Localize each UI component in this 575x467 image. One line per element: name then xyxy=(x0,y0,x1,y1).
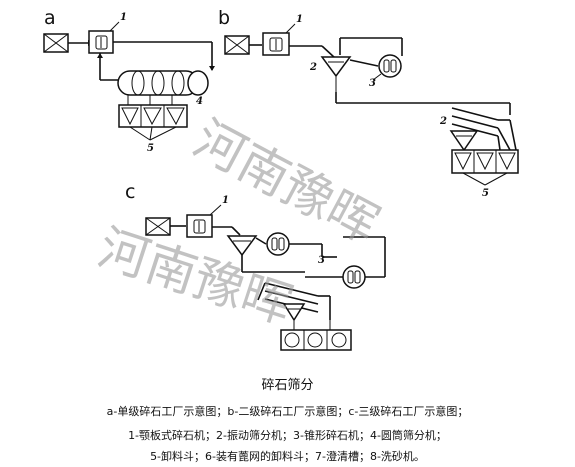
panel-a: a 1 4 xyxy=(43,7,215,154)
panel-a-jaw-crusher-icon xyxy=(88,30,114,54)
panel-c-vibrating-screen-icon xyxy=(226,235,258,272)
panel-b-letter: b xyxy=(218,7,230,29)
panel-b-feed-bin-icon xyxy=(224,35,250,55)
panel-c-label-3: 3 xyxy=(318,255,325,266)
panel-c-feed-bin-icon xyxy=(145,217,171,236)
panel-c: c 1 3 xyxy=(125,181,386,351)
panel-b-label-3: 3 xyxy=(369,78,376,89)
panel-a-hoppers-icon xyxy=(118,95,188,141)
panel-a-letter: a xyxy=(44,7,56,29)
caption-title: 碎石筛分 xyxy=(261,378,314,393)
panel-c-letter: c xyxy=(125,181,135,203)
panel-c-hoppers-icon xyxy=(280,320,352,351)
panel-b-screen-deck-icon xyxy=(449,107,517,152)
caption-line-1: a-单级碎石工厂示意图；b-二级碎石工厂示意图；c-三级碎石工厂示意图； xyxy=(106,405,469,418)
panel-c-second-crusher-icon xyxy=(342,265,366,289)
caption-line-3: 5-卸料斗；6-装有蓖网的卸料斗；7-澄清槽；8-洗砂机。 xyxy=(150,450,425,463)
panel-c-jaw-crusher-icon xyxy=(186,214,213,238)
panel-c-cone-crusher-icon xyxy=(266,232,290,256)
panel-c-screen-deck-icon xyxy=(257,282,331,322)
panel-a-feed-bin-icon xyxy=(43,33,69,53)
panel-b-jaw-crusher-icon xyxy=(262,32,290,56)
panel-b-hoppers-icon xyxy=(451,149,519,186)
panel-b: b 1 2 xyxy=(218,7,519,199)
panel-b-vibrating-screen-icon xyxy=(320,56,352,92)
panel-b-label-2a: 2 xyxy=(309,62,317,73)
panel-b-cone-crusher-icon xyxy=(378,54,402,78)
panel-b-label-1: 1 xyxy=(296,14,303,25)
panel-c-label-1: 1 xyxy=(222,195,229,206)
panel-a-label-4: 4 xyxy=(196,96,203,107)
caption-line-2: 1-颚板式碎石机；2-振动筛分机；3-锥形碎石机；4-圆筒筛分机； xyxy=(128,429,447,442)
panel-a-label-5: 5 xyxy=(147,143,154,154)
panel-a-drum-screen-icon xyxy=(117,70,209,96)
panel-a-label-1: 1 xyxy=(120,12,127,23)
panel-b-label-2b: 2 xyxy=(439,116,447,127)
watermark-text-top: 河南豫晖 xyxy=(184,109,388,254)
watermark: 河南豫晖 河南豫晖 xyxy=(91,109,388,335)
panel-b-label-5: 5 xyxy=(482,188,489,199)
